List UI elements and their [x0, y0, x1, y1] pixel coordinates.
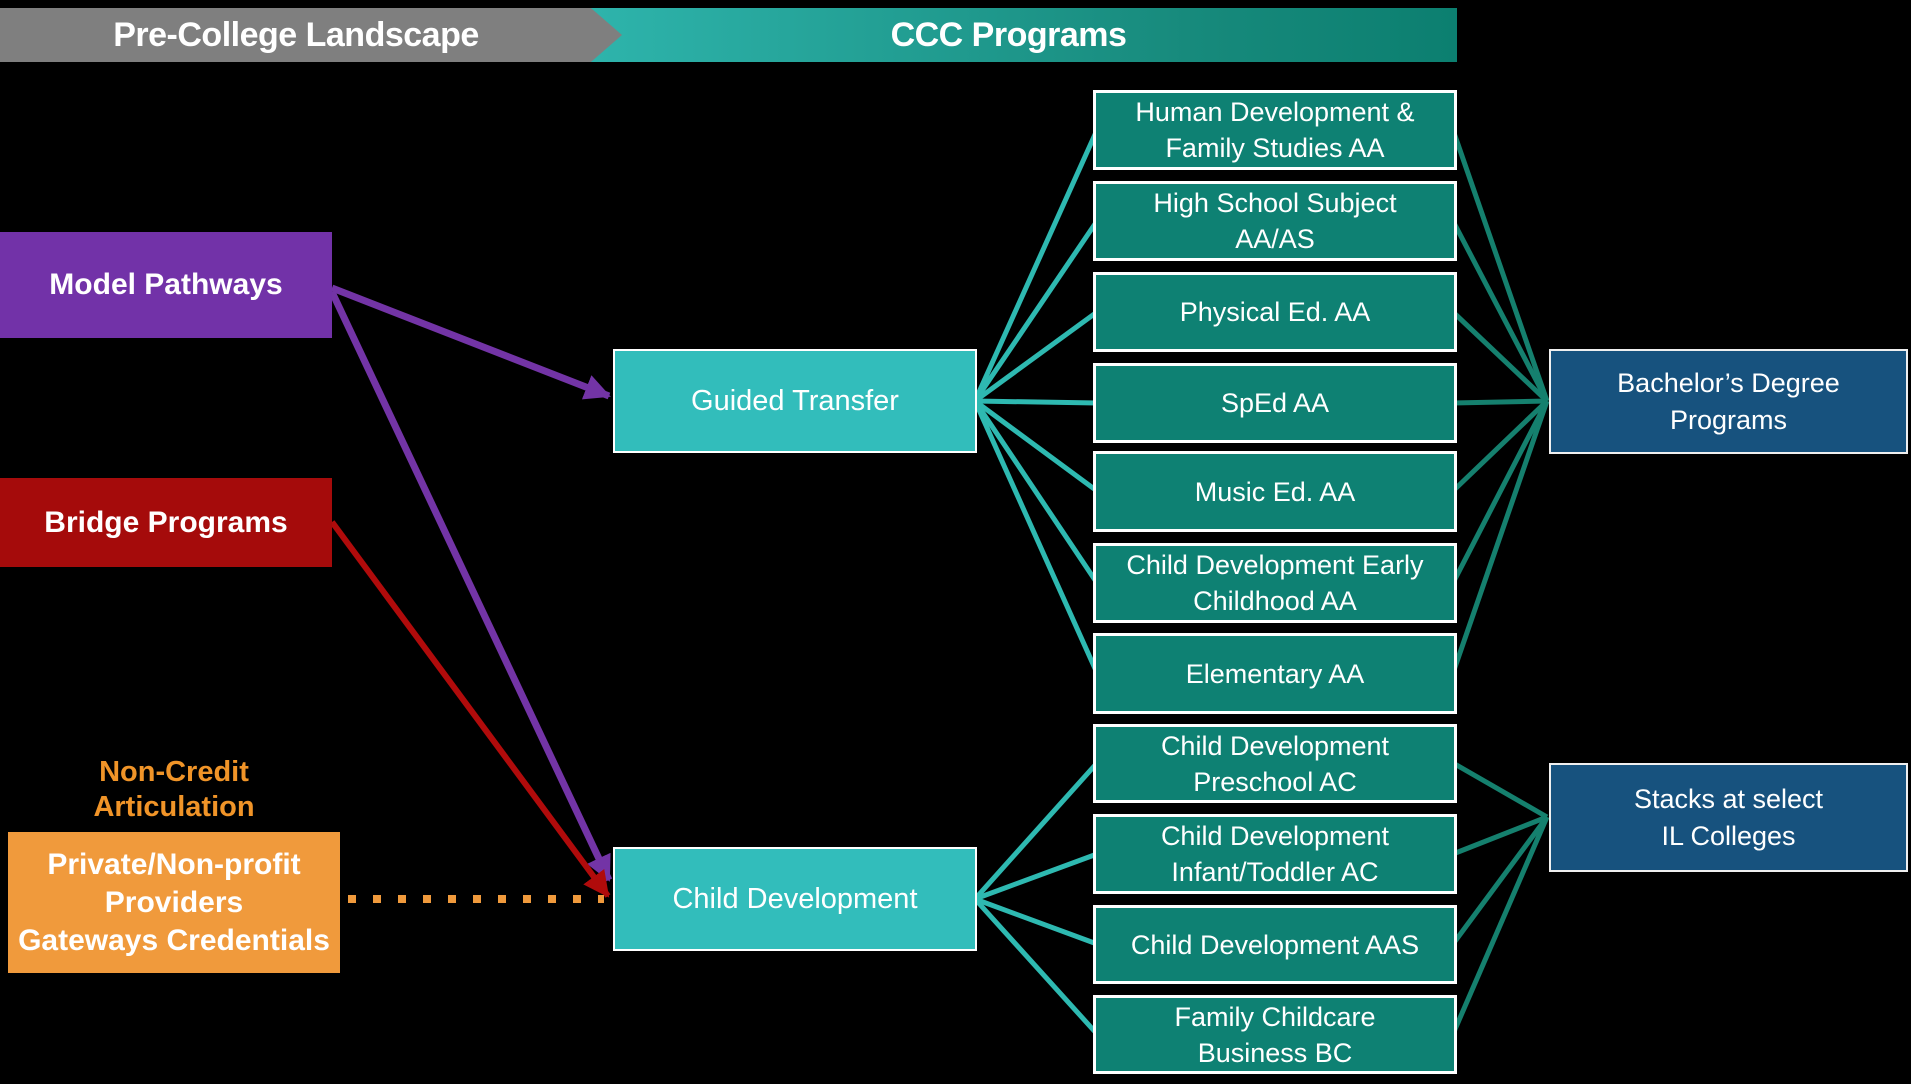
node-physical-ed-aa: Physical Ed. AA	[1093, 272, 1457, 352]
bachelors-convergence-fan	[1450, 129, 1550, 674]
header-ccc-programs-label: CCC Programs	[890, 15, 1127, 54]
guided-transfer-fan	[972, 128, 1100, 675]
bridge-programs-arrow	[329, 520, 611, 898]
node-bridge-programs: Bridge Programs	[0, 478, 332, 567]
node-guided-transfer: Guided Transfer	[613, 349, 977, 453]
node-elementary-aa: Elementary AA	[1093, 633, 1457, 714]
node-family-childcare-business-bc: Family Childcare Business BC	[1093, 995, 1457, 1074]
child-development-fan	[973, 761, 1099, 1036]
header-pre-college: Pre-College Landscape	[0, 8, 622, 62]
header-ccc-programs: CCC Programs	[560, 8, 1457, 62]
node-sped-aa: SpEd AA	[1093, 363, 1457, 443]
header-pre-college-label: Pre-College Landscape	[113, 15, 479, 54]
node-music-ed-aa: Music Ed. AA	[1093, 451, 1457, 532]
stacks-convergence-fan	[1450, 760, 1550, 1035]
node-human-development-family-studies-aa: Human Development & Family Studies AA	[1093, 90, 1457, 170]
node-private-nonprofit-providers: Private/Non-profit Providers Gateways Cr…	[8, 832, 340, 973]
node-child-development-early-childhood-aa: Child Development Early Childhood AA	[1093, 543, 1457, 623]
node-child-development-preschool-ac: Child Development Preschool AC	[1093, 724, 1457, 803]
node-stacks-at-select-il-colleges: Stacks at select IL Colleges	[1549, 763, 1908, 872]
node-child-development-infant-toddler-ac: Child Development Infant/Toddler AC	[1093, 814, 1457, 894]
model-pathways-arrows	[328, 284, 613, 882]
node-high-school-subject-aa-as: High School Subject AA/AS	[1093, 181, 1457, 261]
label-non-credit-articulation: Non-Credit Articulation	[93, 756, 255, 823]
node-model-pathways: Model Pathways	[0, 232, 332, 338]
node-bachelors-degree-programs: Bachelor’s Degree Programs	[1549, 349, 1908, 454]
node-child-development: Child Development	[613, 847, 977, 951]
node-child-development-aas: Child Development AAS	[1093, 905, 1457, 984]
